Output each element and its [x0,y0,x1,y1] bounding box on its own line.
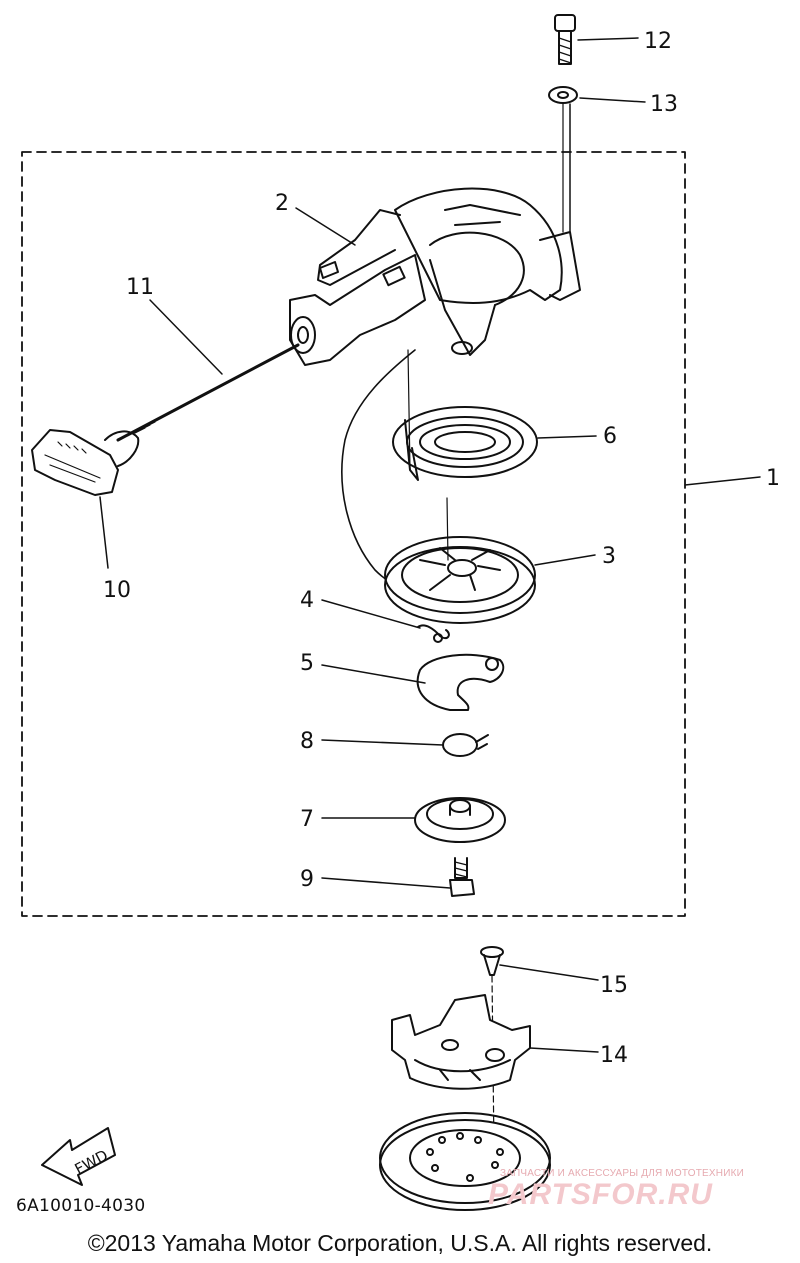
callout-9: 9 [300,867,314,892]
callout-10: 10 [103,578,131,603]
part-8-friction-spring [442,733,489,757]
watermark-tagline: ЗАПЧАСТИ И АКСЕССУАРЫ ДЛЯ МОТОТЕХНИКИ [500,1168,745,1179]
callout-13: 13 [650,92,678,117]
callout-5: 5 [300,651,314,676]
callout-3: 3 [602,544,616,569]
callout-2: 2 [275,191,289,216]
callout-14: 14 [600,1043,628,1068]
callout-7: 7 [300,807,314,832]
callout-12: 12 [644,29,672,54]
part-11-starter-rope [116,343,416,591]
leader-lines [99,37,761,1053]
part-6-spiral-spring [392,349,538,481]
assembly-boundary [21,151,686,917]
callout-4: 4 [300,588,314,613]
part-5-drive-plate [416,653,505,711]
part-15-screw [480,946,504,1151]
part-7-friction-plate [414,797,506,843]
callout-1: 1 [766,466,780,491]
callout-11: 11 [126,275,154,300]
callout-8: 8 [300,729,314,754]
part-14-starter-cup [391,994,531,1090]
callout-15: 15 [600,973,628,998]
fwd-arrow-icon [41,1127,116,1186]
part-2-starter-housing [289,187,581,366]
watermark-brand: PARTSFOR.RU [488,1178,713,1211]
part-13-washer [548,86,578,233]
drawing-code: 6A10010-4030 [16,1196,146,1216]
part-9-bolt [449,857,475,897]
part-10-starter-handle [31,429,140,496]
part-4-spring [417,624,450,643]
part-3-drum-reel [384,497,536,624]
copyright-notice: ©2013 Yamaha Motor Corporation, U.S.A. A… [87,1230,713,1256]
part-12-bolt [554,14,576,65]
callout-6: 6 [603,424,617,449]
flywheel [379,1112,551,1211]
